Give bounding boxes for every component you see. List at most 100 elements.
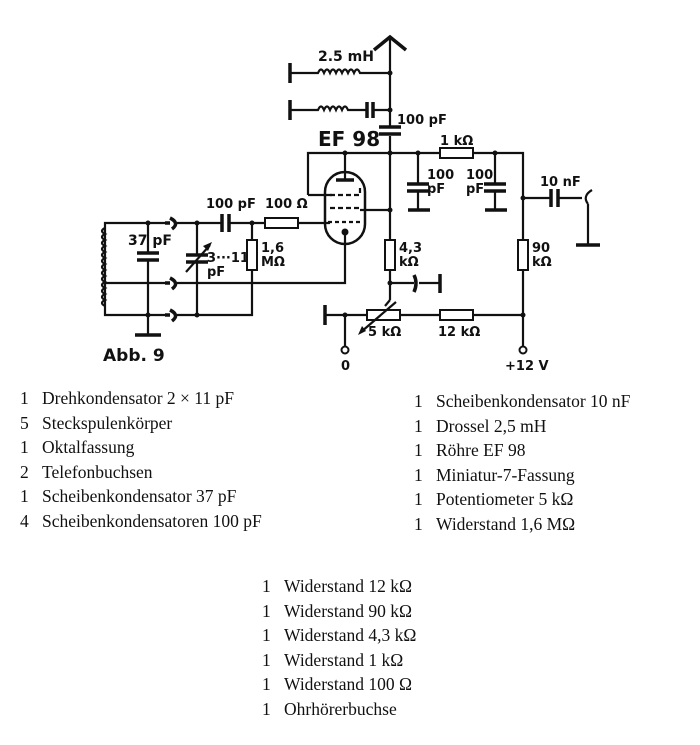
list-item: 1 Miniatur-7-Fassung: [414, 463, 630, 488]
coil-with-capacitor: [288, 100, 393, 120]
part-name: Röhre EF 98: [436, 440, 526, 461]
label-cap-antenna: 100 pF: [397, 113, 447, 128]
resistor-1k: 1 kΩ: [439, 134, 474, 159]
capacitor-antenna-100pf: 100 pF: [378, 113, 447, 136]
resistor-12k: 12 kΩ: [438, 309, 480, 340]
part-name: Steckspulenkörper: [42, 412, 173, 433]
part-name: Potentiometer 5 kΩ: [436, 489, 574, 510]
list-item: 1 Röhre EF 98: [414, 438, 630, 463]
label-terminal-ground: 0: [341, 359, 350, 374]
capacitor-37pf: 37 pF: [128, 223, 172, 337]
label-cap-grid: 100 pF: [206, 197, 256, 212]
quantity: 1: [262, 698, 271, 719]
quantity: 1: [262, 600, 271, 621]
part-name: Widerstand 90 kΩ: [284, 600, 412, 621]
quantity: 1: [20, 388, 29, 408]
quantity: 1: [20, 437, 29, 458]
quantity: 1: [262, 625, 271, 646]
label-cap-plate1-unit: pF: [427, 182, 445, 197]
part-name: Ohrhörerbuchse: [284, 698, 397, 719]
list-item: 1 Widerstand 90 kΩ: [262, 599, 416, 624]
part-name: Widerstand 12 kΩ: [284, 576, 412, 596]
capacitor-10nf-and-jack: 10 nF: [520, 175, 600, 247]
quantity: 1: [414, 415, 423, 436]
figure-caption: Abb. 9: [103, 346, 165, 366]
label-cap-out: 10 nF: [540, 175, 581, 190]
resistor-1-6m: 1,6 MΩ: [246, 239, 285, 271]
inductor-2-5mh: 2.5 mH: [288, 49, 393, 83]
parts-list-left: 1 Drehkondensator 2 × 11 pF 5 Steckspulenk…: [20, 386, 262, 534]
terminal-ground: 0: [340, 315, 350, 374]
part-name: Scheibenkondensator 10 nF: [436, 391, 631, 411]
resistor-90k: 90 kΩ: [517, 239, 552, 271]
label-res-grid: 100 Ω: [265, 197, 308, 212]
label-cap-plate2: 100: [466, 168, 493, 183]
list-item: 1 Widerstand 1 kΩ: [262, 648, 416, 673]
part-name: Oktalfassung: [42, 437, 135, 458]
terminal-supply: +12 V: [505, 315, 549, 374]
label-res-series: 12 kΩ: [438, 325, 480, 340]
list-item: 1 Widerstand 100 Ω: [262, 672, 416, 697]
quantity: 1: [414, 489, 423, 510]
part-name: Drehkondensator 2 × 11 pF: [42, 388, 234, 408]
quantity: 1: [414, 513, 423, 534]
label-res-load-unit: kΩ: [532, 255, 552, 270]
quantity: 1: [414, 440, 423, 461]
list-item: 1 Drossel 2,5 mH: [414, 414, 630, 439]
label-res-cathode: 4,3: [399, 241, 422, 256]
label-inductor-top: 2.5 mH: [318, 49, 374, 65]
circuit-schematic: 2.5 mH 100 pF EF 98 1 kΩ: [100, 34, 600, 374]
list-item: 1 Widerstand 4,3 kΩ: [262, 623, 416, 648]
part-name: Scheibenkondensator 37 pF: [42, 486, 237, 507]
quantity: 4: [20, 510, 29, 531]
quantity: 5: [20, 412, 29, 433]
part-name: Drossel 2,5 mH: [436, 415, 547, 436]
resistor-4-3k: 4,3 kΩ: [384, 239, 442, 293]
label-res-leak: 1,6: [261, 241, 284, 256]
part-name: Widerstand 4,3 kΩ: [284, 625, 417, 646]
quantity: 1: [414, 464, 423, 485]
label-tube: EF 98: [318, 127, 380, 151]
list-item: 5 Steckspulenkörper: [20, 411, 262, 436]
list-item: 2 Telefonbuchsen: [20, 460, 262, 485]
quantity: 2: [20, 461, 29, 482]
part-name: Widerstand 100 Ω: [284, 674, 412, 695]
label-res-cathode-unit: kΩ: [399, 255, 419, 270]
part-name: Widerstand 1,6 MΩ: [436, 513, 576, 534]
capacitor-grid-100pf: 100 pF: [206, 197, 256, 232]
trimmer-capacitor-3-11pf: 3···11 pF: [185, 223, 249, 315]
list-item: 1 Scheibenkondensator 10 nF: [414, 389, 630, 414]
quantity: 1: [414, 391, 423, 411]
list-item: 1 Oktalfassung: [20, 435, 262, 460]
quantity: 1: [20, 486, 29, 507]
part-name: Miniatur-7-Fassung: [436, 464, 575, 485]
list-item: 1 Scheibenkondensator 37 pF: [20, 484, 262, 509]
coil-sockets: [165, 216, 178, 323]
label-trimmer: 3···11: [207, 251, 249, 266]
label-res-plate: 1 kΩ: [440, 134, 473, 149]
plug-in-coil: [100, 220, 165, 318]
label-cap-plate1: 100: [427, 168, 454, 183]
part-name: Widerstand 1 kΩ: [284, 649, 404, 670]
list-item: 1 Widerstand 1,6 MΩ: [414, 512, 630, 537]
tube-ef98: [177, 153, 393, 285]
part-name: Scheibenkondensatoren 100 pF: [42, 510, 262, 531]
capacitor-100pf-b: 100 pF: [466, 153, 507, 212]
label-pot: 5 kΩ: [368, 325, 401, 340]
label-cap-plate2-unit: pF: [466, 182, 484, 197]
part-name: Telefonbuchsen: [42, 461, 153, 482]
list-item: 1 Drehkondensator 2 × 11 pF: [20, 386, 262, 411]
label-cap-tank: 37 pF: [128, 233, 172, 249]
list-item: 1 Ohrhörerbuchse: [262, 697, 416, 722]
quantity: 1: [262, 674, 271, 695]
potentiometer-5k: 5 kΩ: [323, 299, 523, 340]
capacitor-100pf-a: 100 pF: [407, 153, 454, 212]
label-terminal-supply: +12 V: [505, 359, 549, 374]
list-item: 4 Scheibenkondensatoren 100 pF: [20, 509, 262, 534]
label-res-leak-unit: MΩ: [261, 255, 285, 270]
quantity: 1: [262, 649, 271, 670]
label-trimmer-unit: pF: [207, 265, 225, 280]
